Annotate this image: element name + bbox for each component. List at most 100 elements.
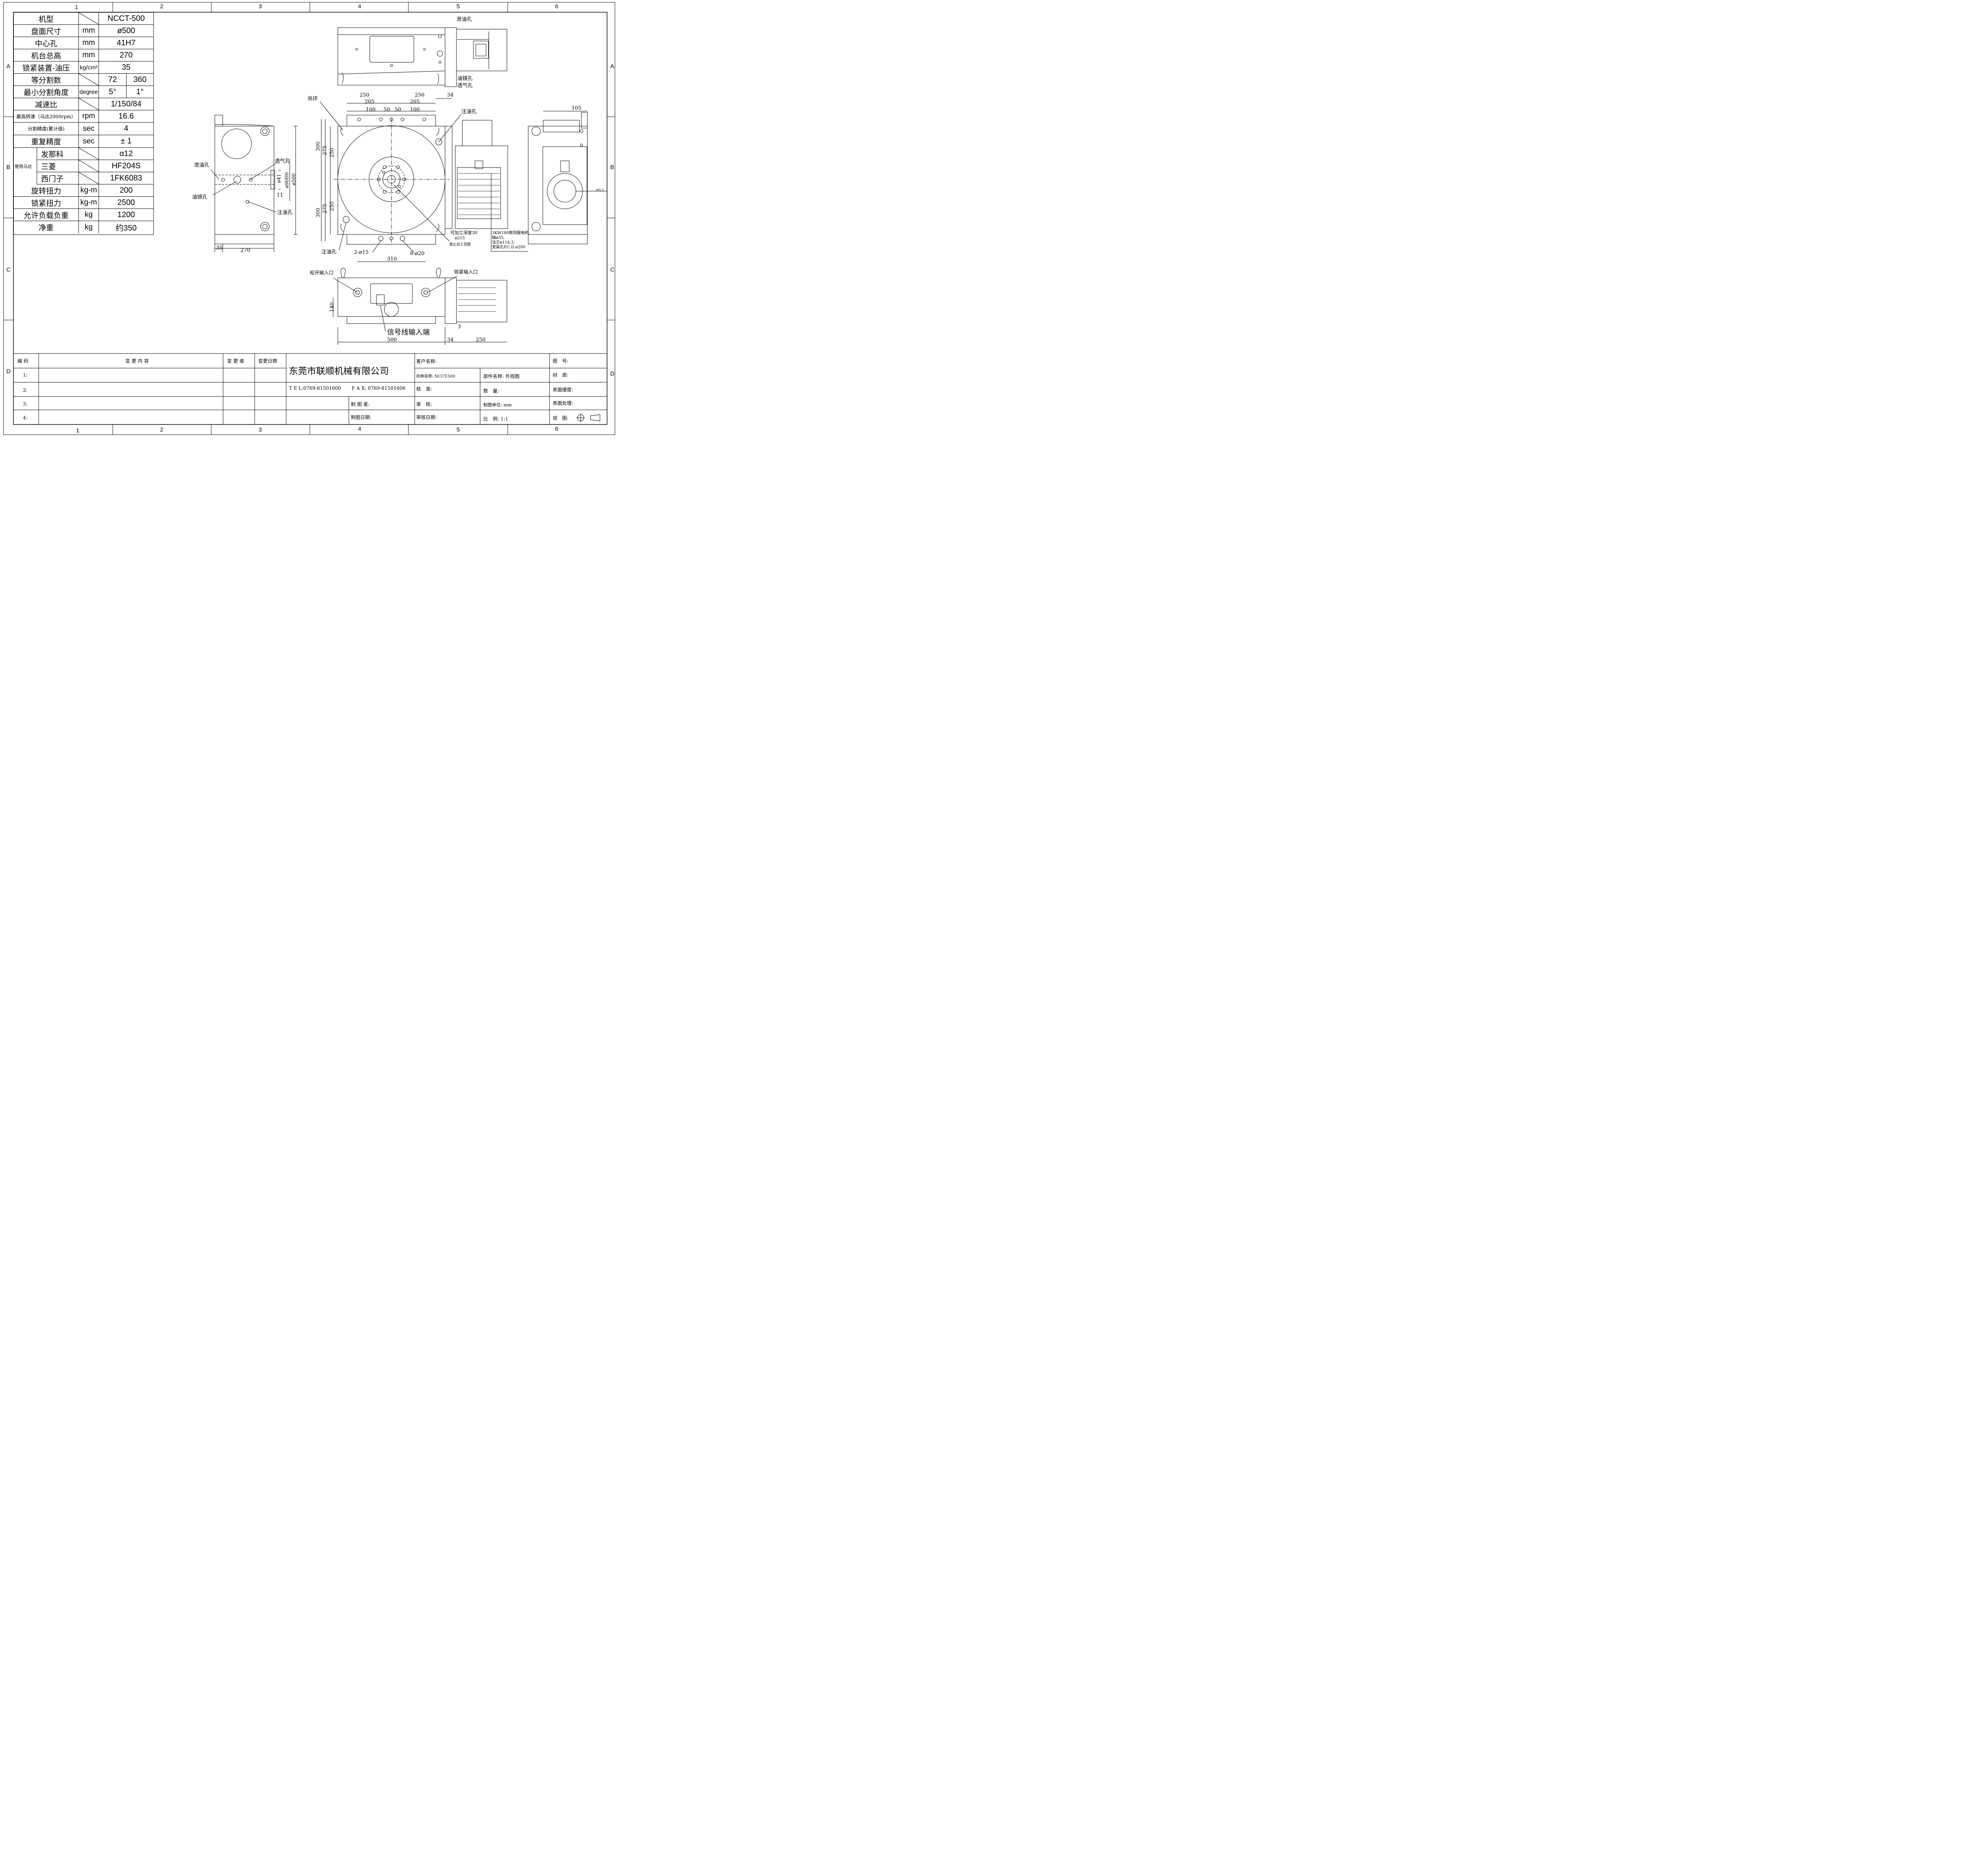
spec-value: 5° [99, 86, 126, 98]
dim-text: 205 [365, 99, 374, 105]
dim-text: 300 [315, 208, 321, 218]
zone-col-4-bottom: 4 [358, 426, 361, 432]
spec-value: 约350 [99, 221, 153, 233]
zone-row-a-right: A [610, 63, 615, 70]
zone-col-6: 6 [555, 3, 559, 10]
spec-slash [79, 172, 99, 184]
spec-unit: mm [78, 37, 99, 49]
spec-name: 西门子 [37, 172, 78, 184]
tb-part: 部件名称: 外观图 [483, 374, 520, 379]
motor-note-line: 轴ø35, [492, 236, 505, 240]
zone-col-5-bottom: 5 [456, 426, 460, 433]
spec-value: 35 [99, 61, 153, 73]
spec-value: 4 [99, 123, 153, 135]
dim-text: 34 [447, 337, 454, 343]
spec-unit [78, 98, 99, 110]
spec-value: 200 [99, 184, 153, 196]
top-sight-label: 油镜孔 [457, 76, 473, 82]
dim-text: 100 [410, 107, 420, 113]
spec-name: 机型 [38, 15, 54, 24]
front-fill-label: 注油孔 [461, 109, 477, 115]
zone-col-2: 2 [160, 3, 164, 10]
left-sight-label: 油镜孔 [192, 194, 208, 200]
right-view [528, 111, 607, 244]
tb-drawing-no: 图 号: [553, 358, 569, 364]
zone-col-3: 3 [259, 3, 262, 10]
dim-text: 50 [395, 107, 401, 113]
spec-value: 16.6 [99, 110, 153, 122]
tb-scale: 比 例: 1:1 [483, 416, 509, 422]
zone-col-1-bottom: 1 [76, 427, 80, 434]
spec-unit: kg-m [78, 197, 99, 208]
dim-text: 34 [447, 92, 454, 98]
spec-slash [79, 160, 99, 172]
zone-col-2-bottom: 2 [160, 426, 164, 433]
zone-col-3-bottom: 3 [259, 426, 262, 433]
company-fax: F A X: 0769-81501606 [352, 385, 406, 391]
spec-name: 分割精度(累计值) [28, 126, 65, 132]
company-name: 东莞市联顺机械有限公司 [289, 366, 389, 376]
tb-row-number: 4: [23, 415, 28, 421]
top-drain-label: 泄油孔 [456, 17, 472, 22]
spec-unit: rpm [78, 110, 99, 122]
signal-input-label: 信号线输入端 [387, 328, 430, 337]
tb-row-number: 3: [23, 401, 28, 407]
tb-model: 机种名称: NCCT-500 [416, 374, 455, 379]
dim-text: 140 [329, 302, 335, 312]
dim-text: 275 [322, 145, 328, 155]
spec-name: 最高转速（马达2000rpm） [16, 114, 76, 119]
tb-view: 视 图: [553, 415, 569, 421]
spec-unit: sec [78, 123, 99, 135]
tb-changer-header: 变 更 者 [227, 358, 244, 364]
spec-unit [78, 74, 99, 86]
spec-unit: mm [78, 25, 99, 37]
spec-name: 机台总高 [31, 51, 61, 60]
tb-review-date: 审核日期: [416, 415, 437, 420]
bottom-view [333, 261, 507, 345]
left-drain-label: 泄油孔 [194, 162, 210, 168]
spec-unit: sec [78, 135, 99, 147]
dim-text: ø90H6 [284, 172, 290, 188]
spec-unit: kg-m [78, 184, 99, 196]
dim-text: ø41 [276, 174, 282, 183]
spec-value: 1200 [99, 209, 153, 221]
spec-unit: mm [78, 49, 99, 61]
dim-text: 105 [572, 105, 581, 111]
tb-date-header: 变更日期 [258, 358, 278, 364]
spec-row: 减速比 1/150/84 [14, 98, 153, 110]
motor-note-line: 法兰ø114.3, [492, 240, 515, 245]
dim-text: 11 [277, 192, 283, 198]
spec-value: 1/150/84 [99, 98, 153, 110]
tb-treatment: 表面处理: [553, 400, 574, 406]
tb-customer: 客户名称: [416, 359, 437, 364]
motor-note-line: 安装孔P.C.D ø200 [492, 245, 525, 249]
spec-name: 盘面尺寸 [31, 27, 61, 36]
spec-value-2: 360 [126, 74, 153, 86]
spec-value-2: 1° [126, 86, 153, 98]
forbidden-area-label: 禁止加工范围 [449, 243, 471, 247]
tb-unit: 制图单位: mm [483, 402, 512, 408]
spec-name: 减速比 [35, 100, 58, 109]
dim-text: 250 [329, 201, 335, 211]
tb-approve: 核 准: [416, 386, 432, 392]
dim-text: 310 [387, 256, 397, 262]
tb-draw-date: 制图日期: [351, 415, 372, 420]
dim-text: 275 [322, 204, 328, 214]
dim-text: ø500 [291, 173, 297, 186]
dim-text: 300 [315, 141, 321, 151]
dim-text: 100 [366, 107, 376, 113]
spec-value: HF204S [99, 160, 153, 172]
tb-content-header: 变 更 内 容 [125, 358, 149, 364]
spec-slash [79, 148, 99, 160]
motor-note: 3KW180框伺服电机, 轴ø35, 法兰ø114.3, 安装孔P.C.D ø2… [492, 231, 530, 250]
